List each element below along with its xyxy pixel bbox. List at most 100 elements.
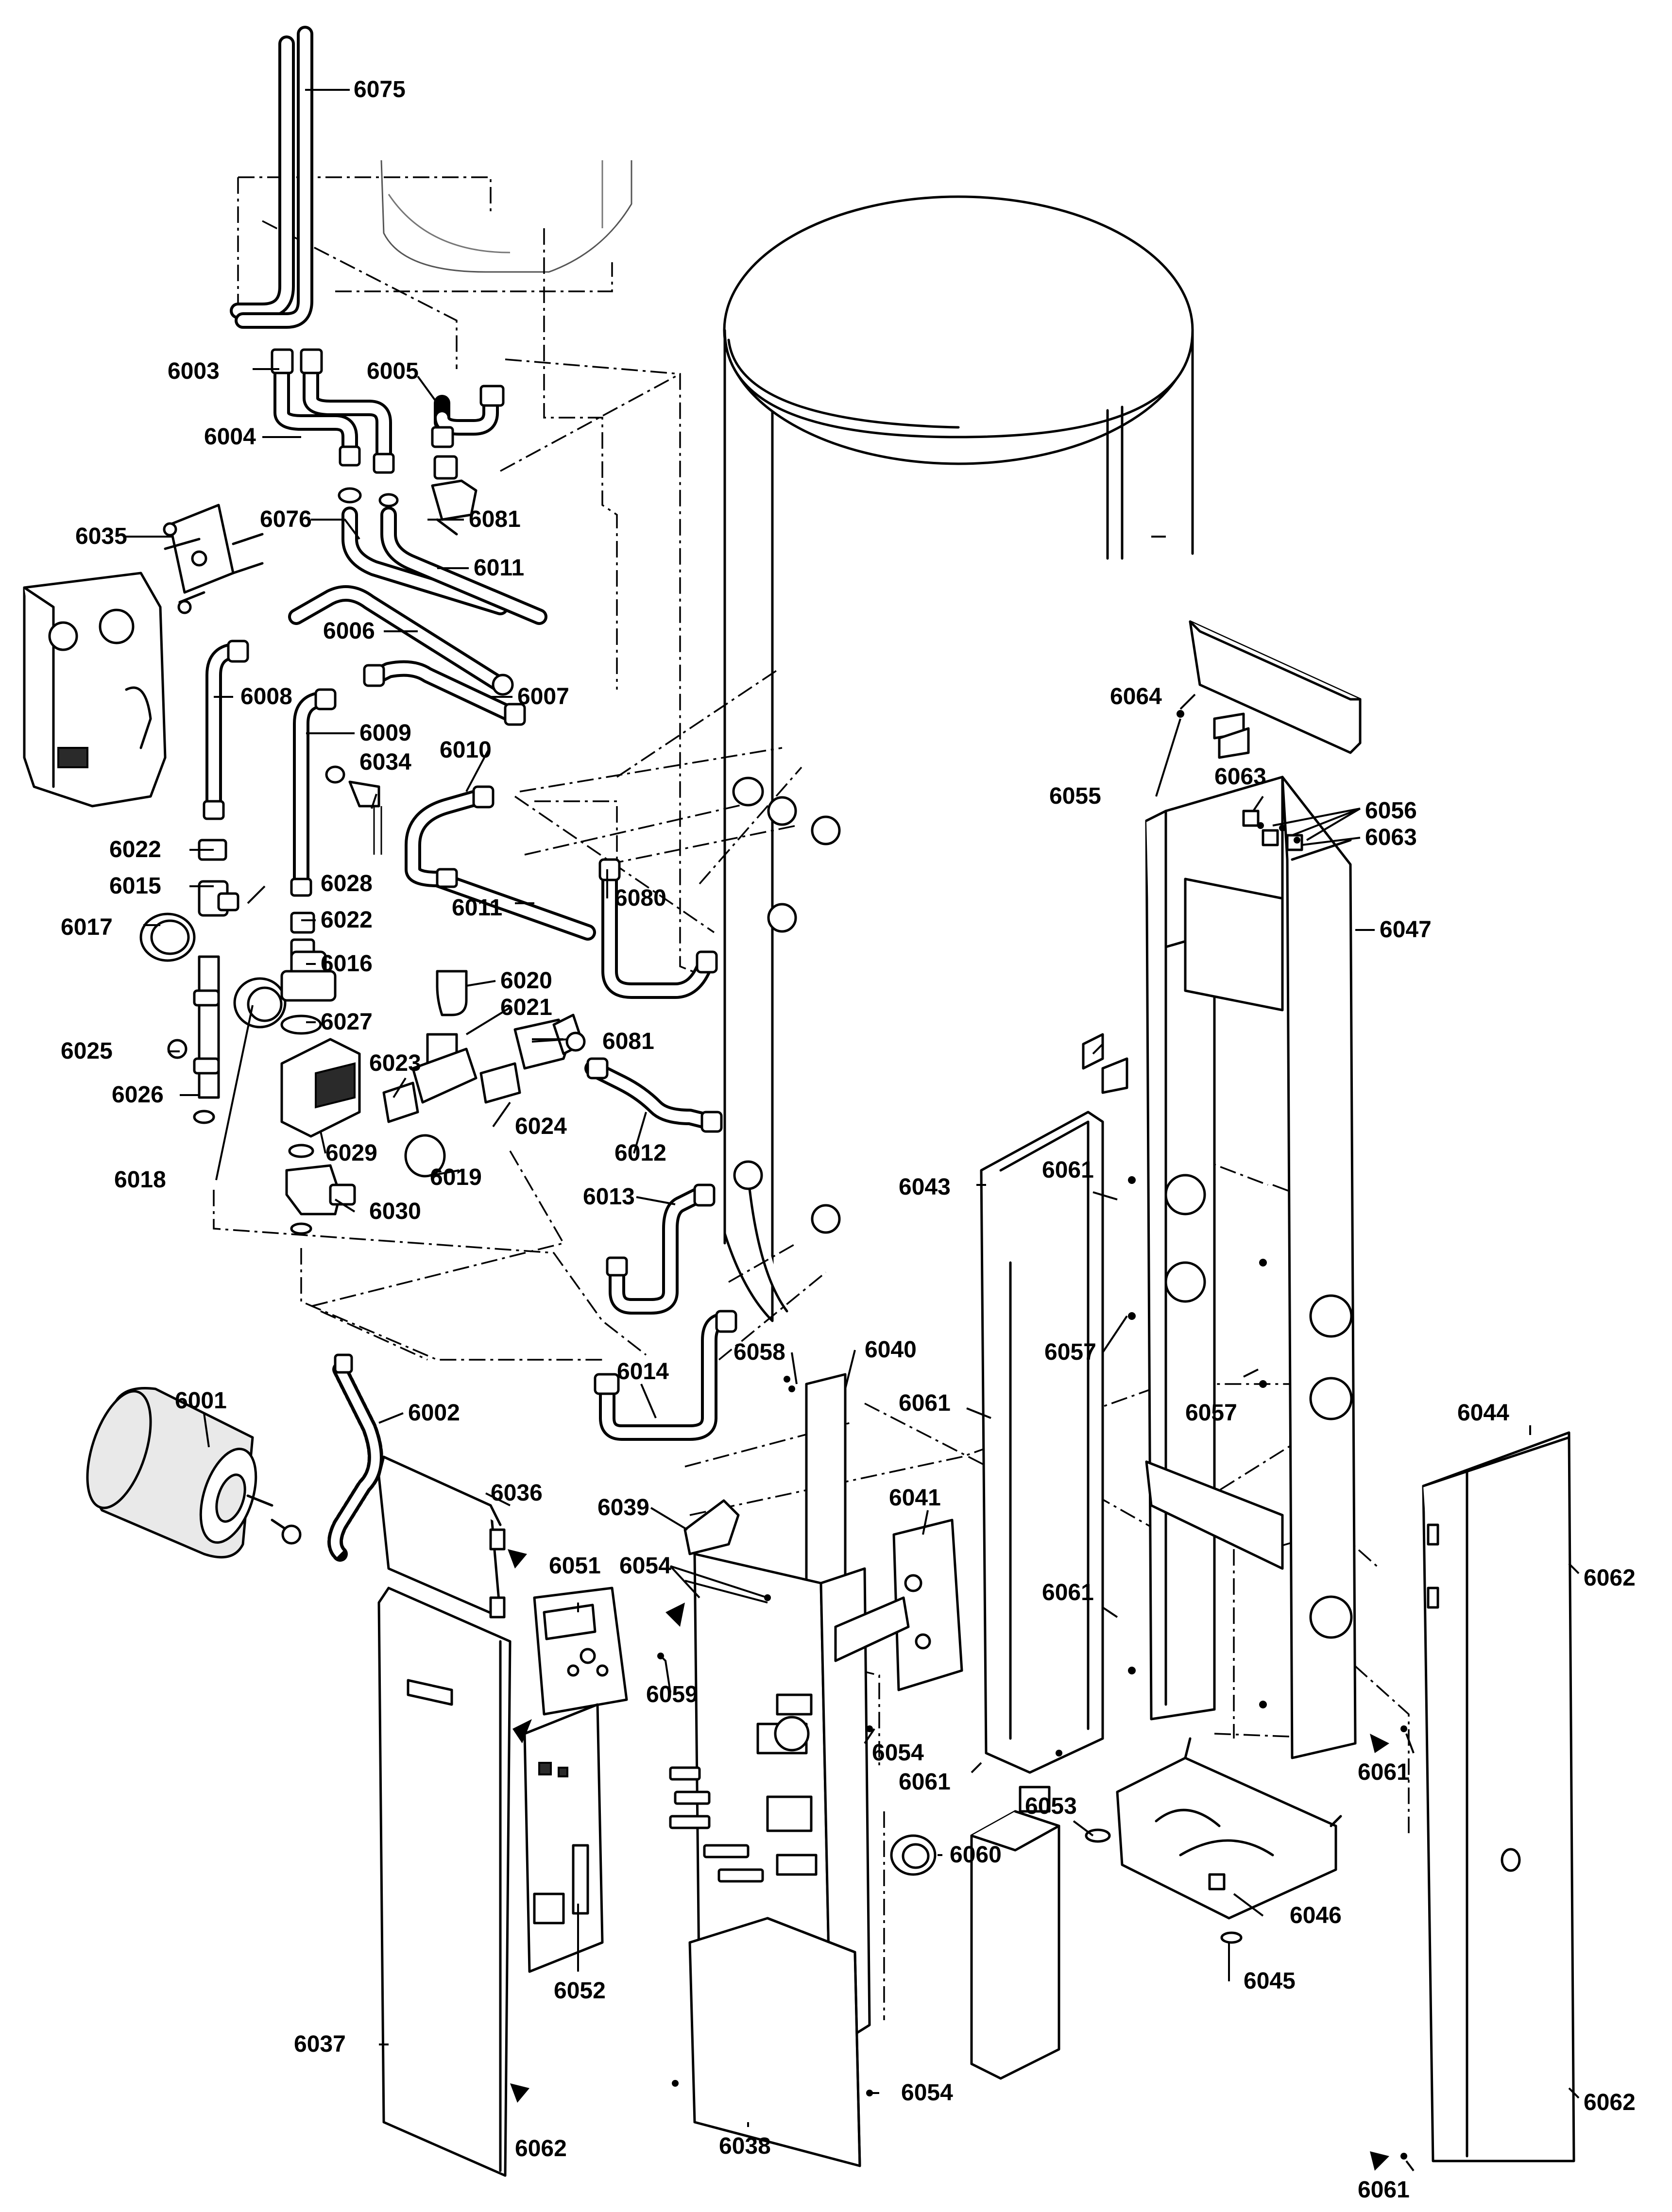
callout-6057-a: 6057 bbox=[1044, 1339, 1096, 1365]
callout-6021: 6021 bbox=[500, 995, 552, 1020]
callout-6006: 6006 bbox=[323, 618, 375, 644]
pipe-6003-6004 bbox=[271, 348, 395, 474]
panel-6037 bbox=[377, 1587, 512, 2177]
rear-frame-6047 bbox=[1145, 776, 1357, 1759]
callout-6054-c: 6054 bbox=[901, 2080, 953, 2106]
callout-6029: 6029 bbox=[325, 1140, 377, 1166]
clips-6063 bbox=[1082, 810, 1303, 1094]
callout-6002: 6002 bbox=[408, 1400, 460, 1426]
pump-6029 bbox=[280, 1014, 361, 1158]
callout-6061-d: 6061 bbox=[1042, 1580, 1094, 1605]
callout-6062-a: 6062 bbox=[515, 2136, 567, 2161]
valve-6016 bbox=[280, 950, 337, 1002]
pipe-6080 bbox=[598, 858, 718, 999]
callout-6038: 6038 bbox=[719, 2133, 771, 2159]
callout-6081-lower: 6081 bbox=[602, 1029, 654, 1054]
callout-6028: 6028 bbox=[321, 871, 373, 896]
callout-6061-c: 6061 bbox=[899, 1769, 951, 1795]
callout-6062-c: 6062 bbox=[1584, 2090, 1636, 2115]
callout-6014: 6014 bbox=[617, 1359, 669, 1385]
circuit-board-6052 bbox=[523, 1703, 604, 1973]
boiler-outline bbox=[380, 160, 632, 273]
callout-6011-upper: 6011 bbox=[474, 555, 524, 581]
callout-6052: 6052 bbox=[554, 1978, 606, 2004]
manifold-6026 bbox=[167, 955, 220, 1124]
pipe-6076-6011 bbox=[338, 487, 547, 625]
mounting-plate-6039-6040 bbox=[683, 1373, 871, 2051]
callout-6047: 6047 bbox=[1380, 917, 1432, 943]
expansion-vessel-6001 bbox=[86, 1387, 302, 1559]
gauge-6017 bbox=[139, 912, 196, 962]
terminal-blocks bbox=[669, 1766, 764, 1883]
callout-6063-b: 6063 bbox=[1365, 825, 1417, 850]
gauge-6018 bbox=[233, 977, 287, 1029]
callout-6016: 6016 bbox=[321, 951, 373, 977]
callout-6058: 6058 bbox=[734, 1339, 785, 1365]
callout-6044: 6044 bbox=[1457, 1400, 1509, 1426]
callout-6063-a: 6063 bbox=[1214, 764, 1266, 790]
controller-6051 bbox=[533, 1587, 628, 1716]
callout-6026: 6026 bbox=[112, 1082, 164, 1108]
pipe-6009 bbox=[290, 688, 337, 897]
callout-6013: 6013 bbox=[583, 1184, 635, 1210]
callout-6007: 6007 bbox=[517, 684, 569, 709]
canister bbox=[970, 1786, 1060, 2080]
callout-6030: 6030 bbox=[369, 1199, 421, 1224]
pipe-6010-6011 bbox=[405, 785, 596, 941]
base-6046 bbox=[1085, 1737, 1342, 1944]
callout-6037: 6037 bbox=[294, 2031, 346, 2057]
callout-6062-b: 6062 bbox=[1584, 1565, 1636, 1591]
callout-6024: 6024 bbox=[515, 1114, 567, 1139]
callout-6004: 6004 bbox=[204, 424, 256, 450]
callout-6041: 6041 bbox=[889, 1485, 941, 1511]
callout-6035: 6035 bbox=[75, 523, 127, 549]
callout-6008: 6008 bbox=[240, 684, 292, 709]
fasteners bbox=[657, 710, 1407, 2160]
callout-6022-a: 6022 bbox=[109, 837, 161, 862]
callout-6040: 6040 bbox=[865, 1337, 917, 1363]
callout-6043: 6043 bbox=[899, 1174, 951, 1200]
valve-6081-lower bbox=[513, 1013, 586, 1070]
leader-lines bbox=[124, 89, 1580, 2172]
pipe-6005 bbox=[431, 385, 505, 448]
callout-6015: 6015 bbox=[109, 873, 161, 899]
callout-6059: 6059 bbox=[646, 1682, 698, 1707]
callout-6064: 6064 bbox=[1110, 684, 1162, 709]
callout-6054-b: 6054 bbox=[872, 1740, 924, 1766]
pipe-6014 bbox=[594, 1310, 737, 1441]
callout-6056: 6056 bbox=[1365, 798, 1417, 824]
top-bracket-6064 bbox=[1189, 620, 1362, 759]
grommet-6060 bbox=[890, 1834, 937, 1876]
callout-6018: 6018 bbox=[114, 1167, 166, 1193]
callout-6057-b: 6057 bbox=[1185, 1400, 1237, 1426]
callout-6080: 6080 bbox=[614, 885, 666, 911]
valve-6081-upper bbox=[431, 455, 478, 536]
safety-valve-6020 bbox=[382, 970, 521, 1178]
bracket-6041 bbox=[834, 1519, 963, 1691]
callout-6061-b: 6061 bbox=[899, 1390, 951, 1416]
hose-6002 bbox=[327, 1353, 383, 1562]
callout-6054-a: 6054 bbox=[619, 1553, 671, 1579]
callout-6020: 6020 bbox=[500, 968, 552, 994]
callout-6060: 6060 bbox=[950, 1842, 1002, 1868]
pipe-6007 bbox=[363, 660, 526, 726]
pipe-6075 bbox=[230, 26, 313, 329]
callout-6061-e: 6061 bbox=[1358, 1759, 1410, 1785]
storage-tank bbox=[723, 195, 1194, 1322]
fitting-6022-6015 bbox=[198, 839, 315, 961]
callout-6075: 6075 bbox=[354, 77, 406, 102]
panel-6036 bbox=[377, 1455, 506, 1619]
callout-6039: 6039 bbox=[597, 1495, 649, 1520]
callout-6011-lower: 6011 bbox=[452, 895, 502, 921]
callout-6046: 6046 bbox=[1290, 1903, 1342, 1928]
pump-module-6035 bbox=[23, 504, 264, 808]
caps-right bbox=[732, 777, 841, 1234]
callout-6022-b: 6022 bbox=[321, 907, 373, 933]
side-panel-6043 bbox=[980, 1111, 1104, 1774]
pipe-6008 bbox=[203, 640, 249, 820]
callout-6005: 6005 bbox=[367, 358, 419, 384]
pipe-6013 bbox=[606, 1183, 716, 1315]
callout-6010: 6010 bbox=[440, 737, 492, 763]
callout-6061-f: 6061 bbox=[1358, 2177, 1410, 2203]
